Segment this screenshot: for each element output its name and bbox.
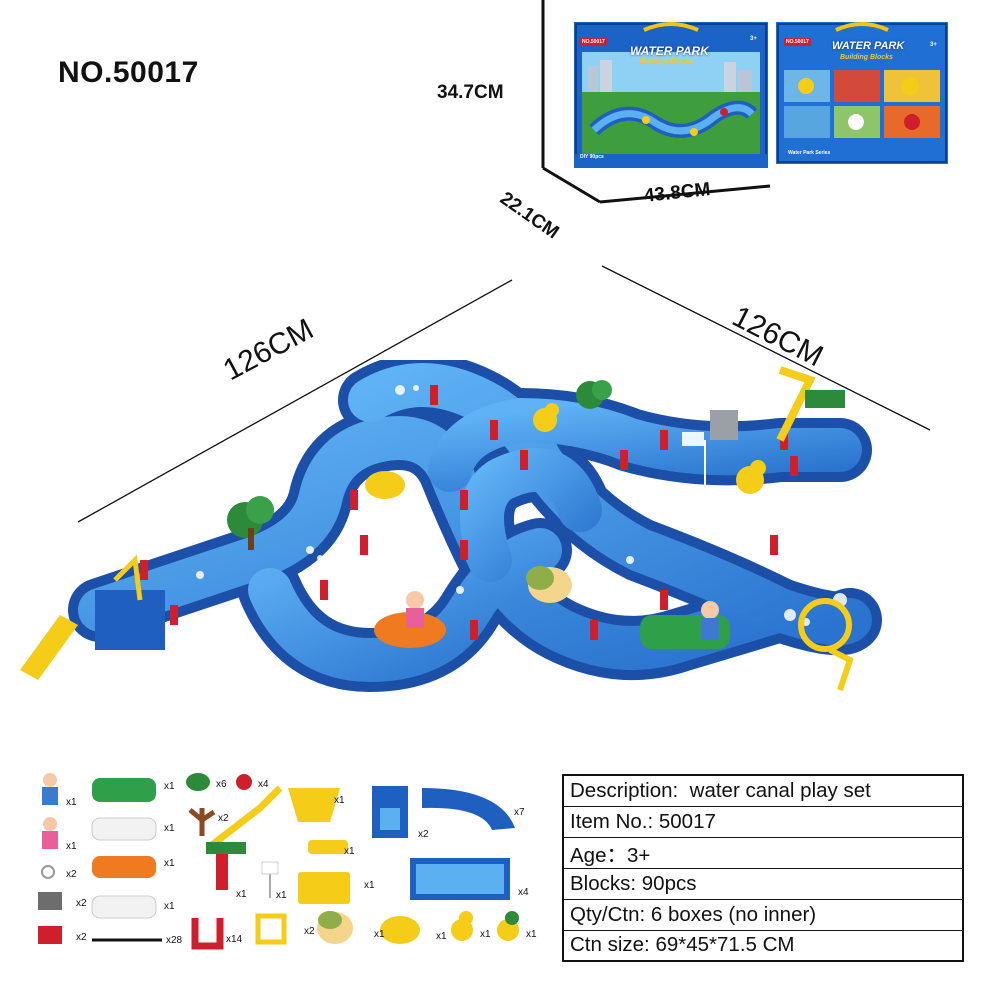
spec-cell: Qty/Ctn: 6 boxes (no inner) — [562, 898, 964, 931]
box-back-badge: NO.50017 — [784, 38, 811, 46]
spec-cell: Ctn size: 69*45*71.5 CM — [562, 929, 964, 962]
spec-cell: Item No.: 50017 — [562, 805, 964, 838]
water-track-illustration — [20, 360, 882, 692]
model-number: NO.50017 — [58, 56, 199, 89]
qty-yellow-tray: x1 — [344, 846, 355, 857]
spec-label: Age： — [570, 843, 627, 867]
qty-boy-figure: x1 — [66, 797, 77, 808]
spec-row-qty-ctn: Qty/Ctn: 6 boxes (no inner) — [562, 898, 964, 931]
qty-white-boat-2: x1 — [164, 901, 175, 912]
spec-label: Blocks: — [570, 871, 637, 895]
qty-curve-track: x7 — [514, 807, 525, 818]
qty-red-clip: x14 — [226, 934, 243, 945]
qty-red-button: x4 — [258, 779, 269, 790]
spec-cell: Blocks: 90pcs — [562, 867, 964, 900]
spec-value: 50017 — [658, 809, 716, 833]
box-front-image — [574, 22, 768, 168]
box-back-title: WATER PARK — [832, 40, 905, 52]
box-dimension-lines — [541, 0, 771, 204]
qty-green-bush: x6 — [216, 779, 227, 790]
spec-row-description: Description: water canal play set — [562, 774, 964, 807]
qty-duck: x1 — [480, 929, 491, 940]
box-back-image — [776, 22, 948, 164]
box-front-footer: DIY 90pcs — [580, 154, 604, 160]
box-back-footer: Water Park Series — [788, 150, 831, 156]
qty-green-duck: x1 — [526, 929, 537, 940]
qty-green-boat: x1 — [164, 781, 175, 792]
box-height-label: 34.7CM — [437, 82, 504, 103]
box-front-age: 3+ — [750, 36, 757, 42]
spec-cell: Age：3+ — [562, 836, 964, 869]
spec-value: water canal play set — [689, 778, 871, 802]
qty-orange-boat: x1 — [164, 858, 175, 869]
qty-yellow-slide: x1 — [364, 880, 375, 891]
qty-white-boat: x1 — [164, 823, 175, 834]
spec-cell: Description: water canal play set — [562, 774, 964, 807]
spec-label: Qty/Ctn: — [570, 902, 646, 926]
spec-row-item-no: Item No.: 50017 — [562, 805, 964, 838]
qty-yellow-wheel: x2 — [304, 926, 315, 937]
spec-label: Item No.: — [570, 809, 654, 833]
qty-red-block: x2 — [76, 932, 87, 943]
qty-yellow-basket: x1 — [334, 795, 345, 806]
spec-label: Ctn size: — [570, 933, 650, 957]
spec-value: 90pcs — [641, 871, 697, 895]
track-dimension-lines — [77, 265, 931, 523]
box-back-age: 3+ — [930, 42, 937, 48]
box-front-subtitle: Building Blocks — [640, 58, 693, 65]
qty-flag: x1 — [276, 890, 287, 901]
qty-ring: x2 — [66, 869, 77, 880]
spec-value: 69*45*71.5 CM — [655, 933, 795, 957]
box-back-subtitle: Building Blocks — [840, 54, 893, 61]
qty-crane: x1 — [236, 889, 247, 900]
box-front-title: WATER PARK — [630, 44, 709, 58]
spec-label: Description: — [570, 778, 679, 802]
spec-value: 6 boxes (no inner) — [650, 902, 817, 926]
qty-yellow-fish: x1 — [436, 931, 447, 942]
spec-table: Description: water canal play set Item N… — [562, 774, 964, 962]
qty-rod: x28 — [166, 935, 183, 946]
qty-turtle: x1 — [374, 929, 385, 940]
qty-straight-track: x4 — [518, 887, 529, 898]
qty-lock-block: x2 — [418, 829, 429, 840]
box-front-badge: NO.50017 — [580, 38, 607, 46]
qty-girl-figure: x1 — [66, 841, 77, 852]
qty-tree-trunk: x2 — [218, 813, 229, 824]
spec-row-age: Age：3+ — [562, 836, 964, 869]
spec-row-ctn-size: Ctn size: 69*45*71.5 CM — [562, 929, 964, 962]
qty-grey-block: x2 — [76, 898, 87, 909]
spec-value: 3+ — [626, 843, 651, 867]
parts-list-illustration — [38, 773, 519, 950]
spec-row-blocks: Blocks: 90pcs — [562, 867, 964, 900]
